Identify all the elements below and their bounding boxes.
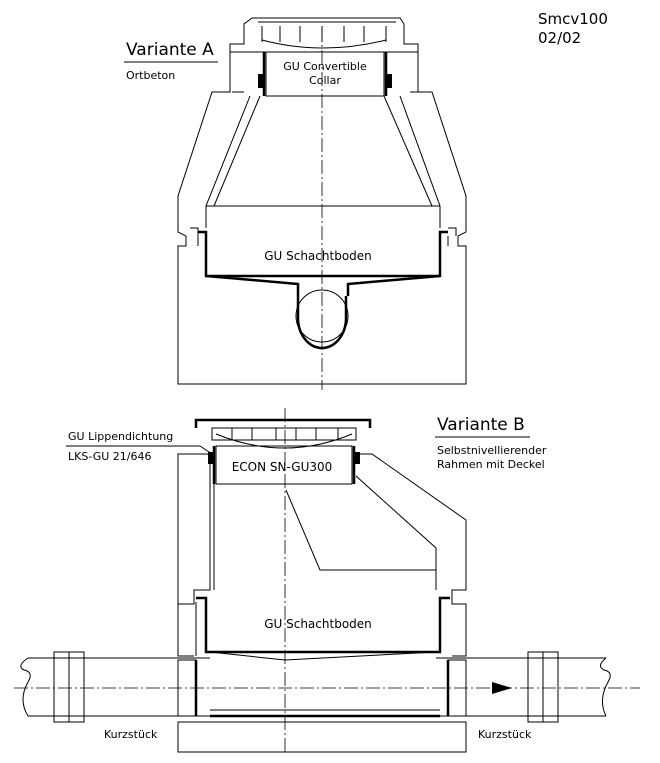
econ-frame (215, 445, 353, 485)
cone-a (205, 95, 441, 228)
variant-b-title: Variante B (437, 415, 525, 435)
seal-label-line1: GU Lippendichtung (68, 430, 173, 443)
base-label-b: GU Schachtboden (264, 617, 372, 631)
pipe-section-a (295, 289, 349, 343)
variant-a-subtitle: Ortbeton (126, 69, 175, 82)
variant-a-title: Variante A (126, 40, 214, 60)
collar-label-line2: Collar (309, 74, 341, 87)
concrete-outline-a (177, 52, 467, 385)
sheet-number: 02/02 (538, 29, 581, 47)
variant-b-drawing: ECON SN-GU300 GU Schachtboden (14, 408, 640, 753)
channel-a (296, 296, 348, 350)
base-label-a: GU Schachtboden (264, 249, 372, 263)
pipe-b (28, 657, 606, 717)
variant-b-desc-line1: Selbstnivellierender (437, 444, 547, 457)
cover-frame-a (229, 17, 419, 53)
foundation-b (177, 721, 467, 753)
convertible-collar (265, 51, 385, 97)
base-b (196, 596, 450, 654)
variant-a-drawing: GU Convertible Collar GU Schachtboden (177, 17, 467, 390)
short-piece-right: Kurzstück (478, 728, 532, 741)
econ-label: ECON SN-GU300 (232, 460, 333, 474)
flow-arrow (492, 682, 512, 694)
wall-left-b (177, 453, 211, 605)
seal-label-line2: LKS-GU 21/646 (68, 450, 151, 463)
short-piece-left: Kurzstück (104, 728, 158, 741)
cover-frame-b (194, 418, 372, 428)
drawing-code: Smcv100 (538, 10, 608, 28)
collar-label-line1: GU Convertible (283, 60, 367, 73)
wall-right-b (356, 453, 467, 657)
variant-b-desc-line2: Rahmen mit Deckel (437, 458, 545, 471)
